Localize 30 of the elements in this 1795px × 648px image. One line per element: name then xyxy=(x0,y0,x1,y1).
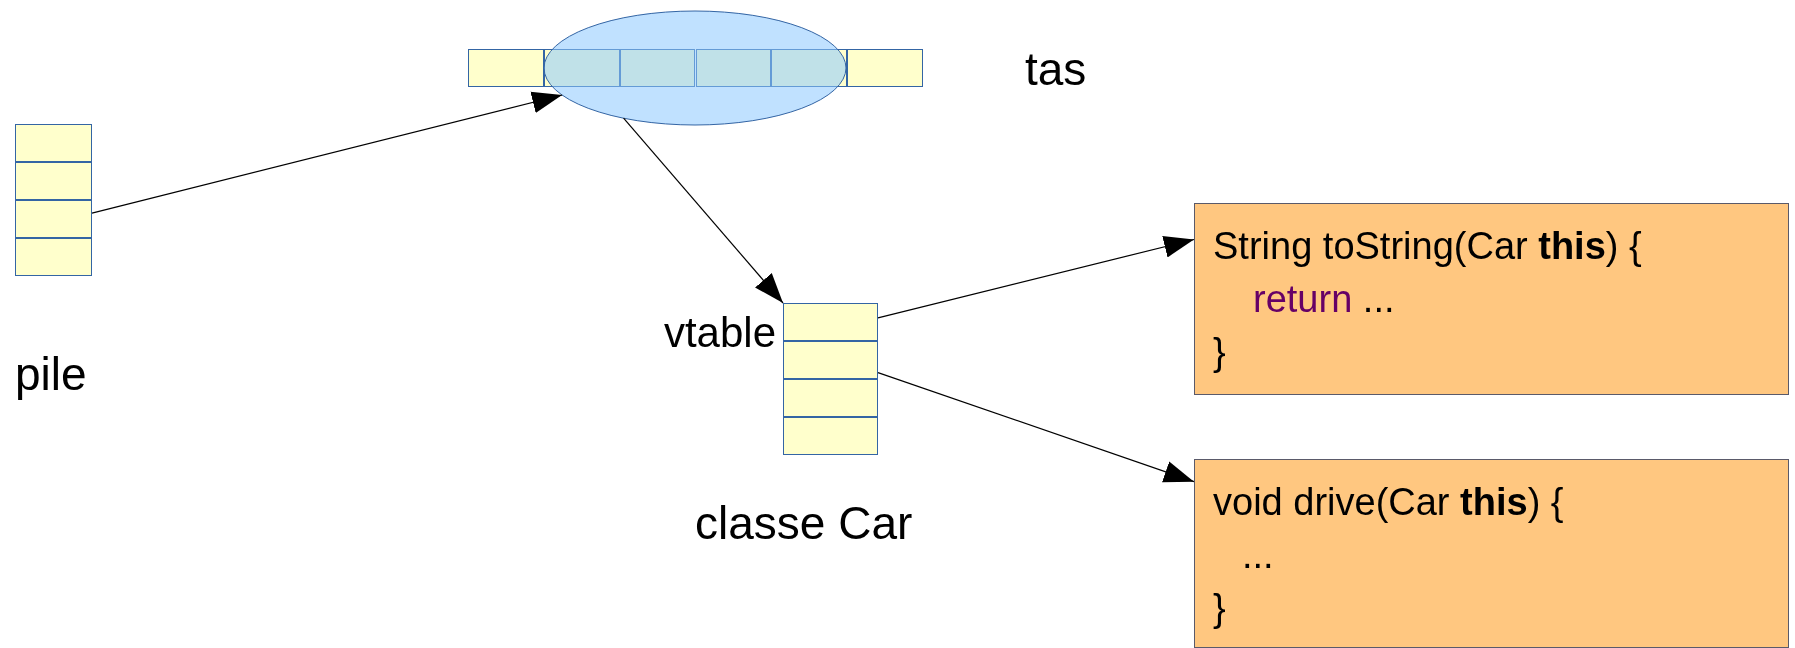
stack-table xyxy=(15,124,92,276)
table-label: vtable xyxy=(662,308,776,358)
memory-cell xyxy=(783,303,878,341)
memory-cell xyxy=(15,124,92,162)
table-label: classe Car xyxy=(695,496,913,550)
code-box xyxy=(1194,459,1789,648)
region-label: pile xyxy=(15,347,87,401)
arrow xyxy=(622,117,784,304)
memory-cell xyxy=(783,341,878,379)
code-text: void drive(Car this) { xyxy=(1213,481,1564,523)
vtable-table xyxy=(783,303,878,455)
code-text: String toString(Car this) { xyxy=(1213,225,1642,267)
region-label: tas xyxy=(1025,42,1087,96)
memory-cell xyxy=(783,379,878,417)
code-text: return xyxy=(1253,278,1353,320)
code-text: } xyxy=(1213,331,1226,373)
memory-cell xyxy=(15,238,92,276)
memory-cell xyxy=(783,417,878,455)
memory-cell xyxy=(15,200,92,238)
code-text: } xyxy=(1213,587,1226,629)
arrow xyxy=(877,236,1195,319)
code-box xyxy=(1194,203,1789,395)
code-text: ... xyxy=(1362,278,1395,320)
arrow xyxy=(877,372,1195,483)
memory-cell xyxy=(847,49,923,87)
memory-cell xyxy=(468,49,544,87)
code-text: ... xyxy=(1242,534,1274,576)
memory-cell xyxy=(15,162,92,200)
arrow xyxy=(91,91,563,214)
object-ellipse xyxy=(544,11,846,125)
